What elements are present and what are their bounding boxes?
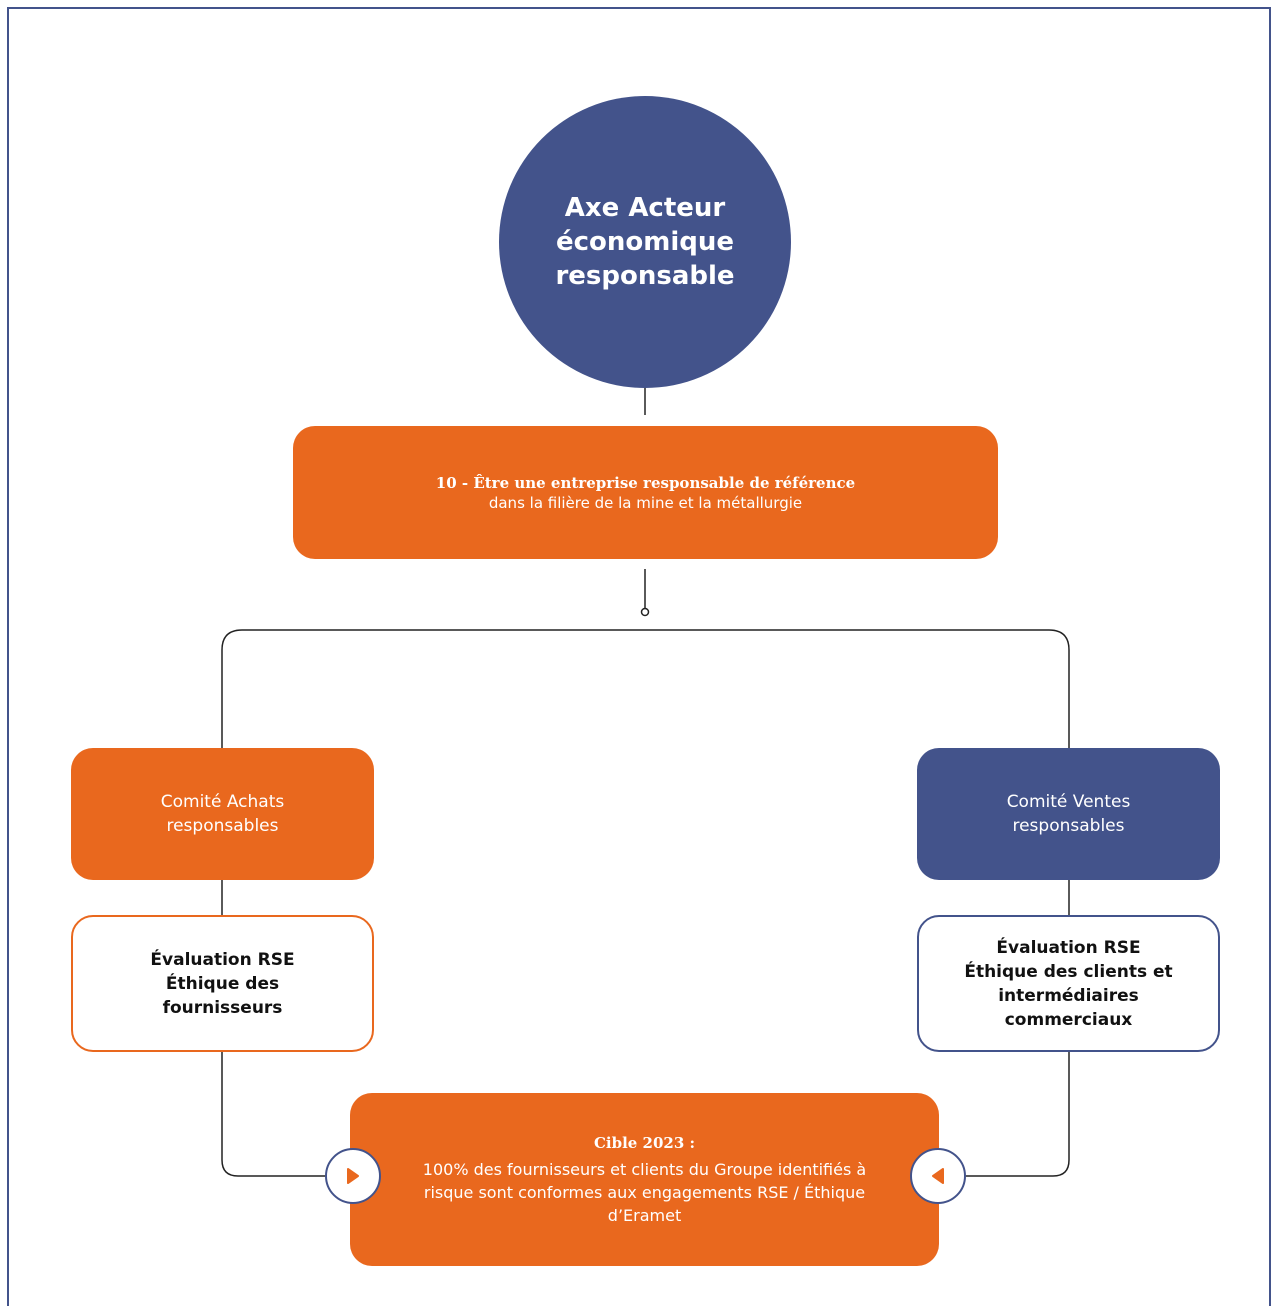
committee-purchasing-box: Comité Achats responsables xyxy=(71,748,374,880)
client-evaluation-label: Évaluation RSE Éthique des clients et in… xyxy=(964,937,1173,1030)
central-axis-circle: Axe Acteur économique responsable xyxy=(499,96,791,388)
committee-sales-label: Comité Ventes responsables xyxy=(1006,792,1131,836)
goal-title: 10 - Être une entreprise responsable de … xyxy=(435,473,856,492)
triangle-right-icon xyxy=(347,1168,359,1184)
right-arrow-badge xyxy=(910,1148,966,1204)
connector-loop xyxy=(221,629,1070,748)
page-frame xyxy=(7,7,1271,1306)
client-evaluation-box: Évaluation RSE Éthique des clients et in… xyxy=(917,915,1220,1052)
target-box: Cible 2023 : 100% des fournisseurs et cl… xyxy=(350,1093,939,1266)
target-title: Cible 2023 : xyxy=(593,1134,696,1152)
triangle-left-icon xyxy=(932,1168,944,1184)
central-axis-title: Axe Acteur économique responsable xyxy=(555,193,735,291)
committee-purchasing-label: Comité Achats responsables xyxy=(160,792,285,836)
supplier-evaluation-label: Évaluation RSE Éthique des fournisseurs xyxy=(150,949,295,1018)
connector-node-bottom xyxy=(640,607,650,617)
connector-left-to-target xyxy=(221,1052,325,1177)
target-text: 100% des fournisseurs et clients du Grou… xyxy=(422,1160,867,1225)
connector-right-to-target xyxy=(966,1052,1070,1177)
supplier-evaluation-box: Évaluation RSE Éthique des fournisseurs xyxy=(71,915,374,1052)
committee-sales-box: Comité Ventes responsables xyxy=(917,748,1220,880)
goal-box: 10 - Être une entreprise responsable de … xyxy=(293,426,998,559)
left-arrow-badge xyxy=(325,1148,381,1204)
goal-subtitle: dans la filière de la mine et la métallu… xyxy=(488,493,803,512)
